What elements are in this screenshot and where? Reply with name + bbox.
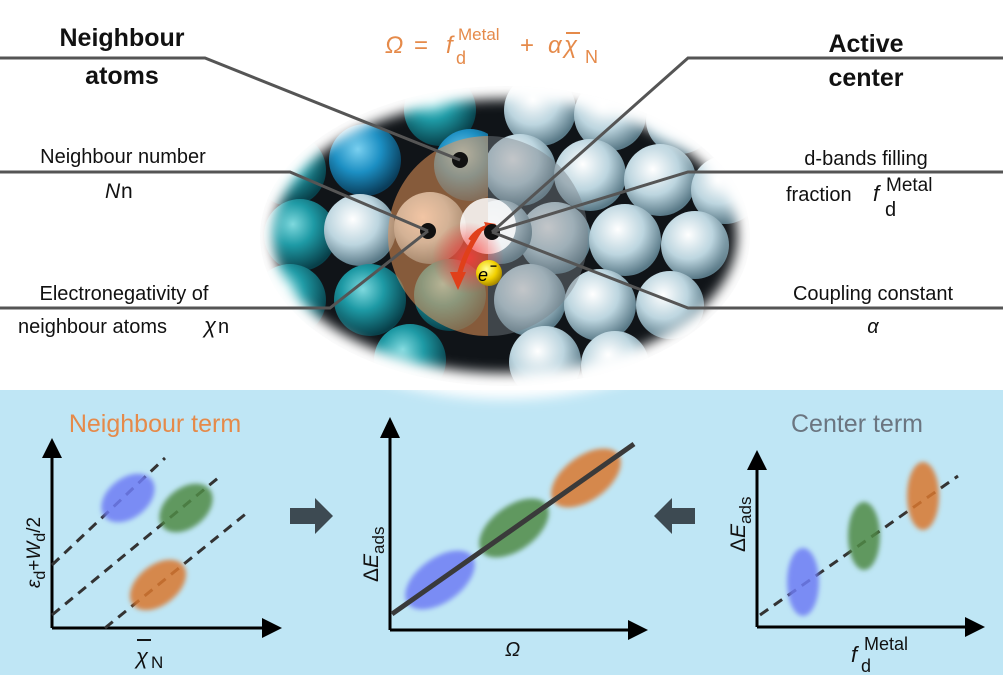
right-chart-green-ellipse (848, 502, 880, 570)
right-chart-blue-ellipse (787, 548, 819, 616)
mid-chart-y-label: ΔEads (360, 527, 388, 582)
label-neighbour-atoms-1: Neighbour (60, 24, 185, 52)
label-chi-n-symbol: χ (202, 313, 217, 338)
arrow-center-to-omega (654, 498, 695, 534)
cluster-vignette (247, 73, 763, 399)
label-active-center-1: Active (828, 30, 903, 58)
right-chart-x-label-sub: d (861, 656, 871, 675)
mid-chart-correlation-line (390, 441, 636, 617)
center-highlight (488, 136, 588, 336)
right-chart-x-label-f: f (851, 642, 860, 667)
label-electronegativity-2: neighbour atoms (18, 316, 167, 338)
left-chart-x-arrow (262, 618, 282, 638)
leader-active-center (491, 56, 1003, 234)
label-dband-f: f (873, 181, 882, 206)
leader-lines (0, 56, 1003, 310)
label-neighbour-number: Neighbour number (40, 146, 206, 168)
formula-f: f (446, 32, 455, 59)
svg-text:εd+Wd/2: εd+Wd/2 (24, 517, 49, 588)
electron-symbol: e (478, 265, 488, 285)
left-chart-x-label-sub: N (151, 653, 163, 672)
right-chart-y-label: ΔEads (727, 497, 755, 552)
label-electronegativity-1: Electronegativity of (40, 283, 209, 305)
mid-chart-x-arrow (628, 620, 648, 640)
left-chart-y-arrow (42, 438, 62, 458)
right-chart-x-label-sup: Metal (864, 634, 908, 654)
formula-omega: Ω (385, 32, 403, 59)
formula-f-sub: d (456, 48, 466, 68)
left-chart-x-label: χ (134, 644, 149, 669)
neighbour-term-title: Neighbour term (69, 410, 241, 438)
omega-chart: ΔEads Ω (360, 417, 648, 661)
label-nn-sub: n (121, 180, 133, 203)
label-coupling-constant: Coupling constant (793, 283, 954, 305)
label-coupling-alpha: α (867, 316, 879, 338)
leader-dband-filling (491, 170, 1003, 234)
leader-electronegativity (0, 229, 429, 310)
formula-f-sup: Metal (458, 25, 500, 44)
label-dband-sup: Metal (886, 175, 932, 196)
formula-chi: χ (562, 32, 578, 59)
right-chart-orange-ellipse (907, 462, 939, 530)
center-term-chart: ΔEads f d Metal (727, 450, 985, 675)
right-chart-x-arrow (965, 617, 985, 637)
leader-neighbour-atoms (0, 56, 461, 162)
formula-chi-sub: N (585, 47, 598, 67)
formula-plus: + (520, 32, 534, 59)
label-dband-filling-1: d-bands filling (804, 148, 927, 170)
mid-chart-x-label: Ω (505, 639, 520, 661)
label-chi-n-sub: n (218, 316, 229, 338)
label-dband-sub: d (885, 199, 896, 221)
label-nn-symbol: N (105, 180, 121, 203)
electron-particle (476, 260, 502, 286)
svg-text:ΔEads: ΔEads (727, 497, 755, 552)
left-chart-y-label: εd+Wd/2 (24, 517, 49, 588)
right-chart-y-arrow (747, 450, 767, 470)
leader-coupling-constant (491, 230, 1003, 310)
left-chart-orange-ellipse (129, 559, 187, 611)
neighbour-term-chart: εd+Wd/2 χ N (24, 438, 282, 672)
left-chart-green-ellipse (159, 483, 213, 533)
label-active-center-2: center (828, 64, 903, 92)
center-term-title: Center term (791, 410, 923, 438)
formula-alpha: α (548, 32, 563, 59)
label-dband-filling-2: fraction (786, 184, 852, 206)
svg-text:ΔEads: ΔEads (360, 527, 388, 582)
electron-transfer-arrowhead-down (450, 272, 466, 290)
omega-formula: Ω = f d Metal + α χ N (385, 25, 598, 68)
left-chart-blue-ellipse (101, 473, 155, 523)
arrow-neighbour-to-omega (290, 498, 333, 534)
label-neighbour-atoms-2: atoms (85, 62, 159, 90)
mid-chart-y-arrow (380, 417, 400, 438)
electron-charge: − (490, 259, 497, 273)
leader-neighbour-number (0, 170, 429, 233)
formula-equals: = (414, 32, 428, 59)
